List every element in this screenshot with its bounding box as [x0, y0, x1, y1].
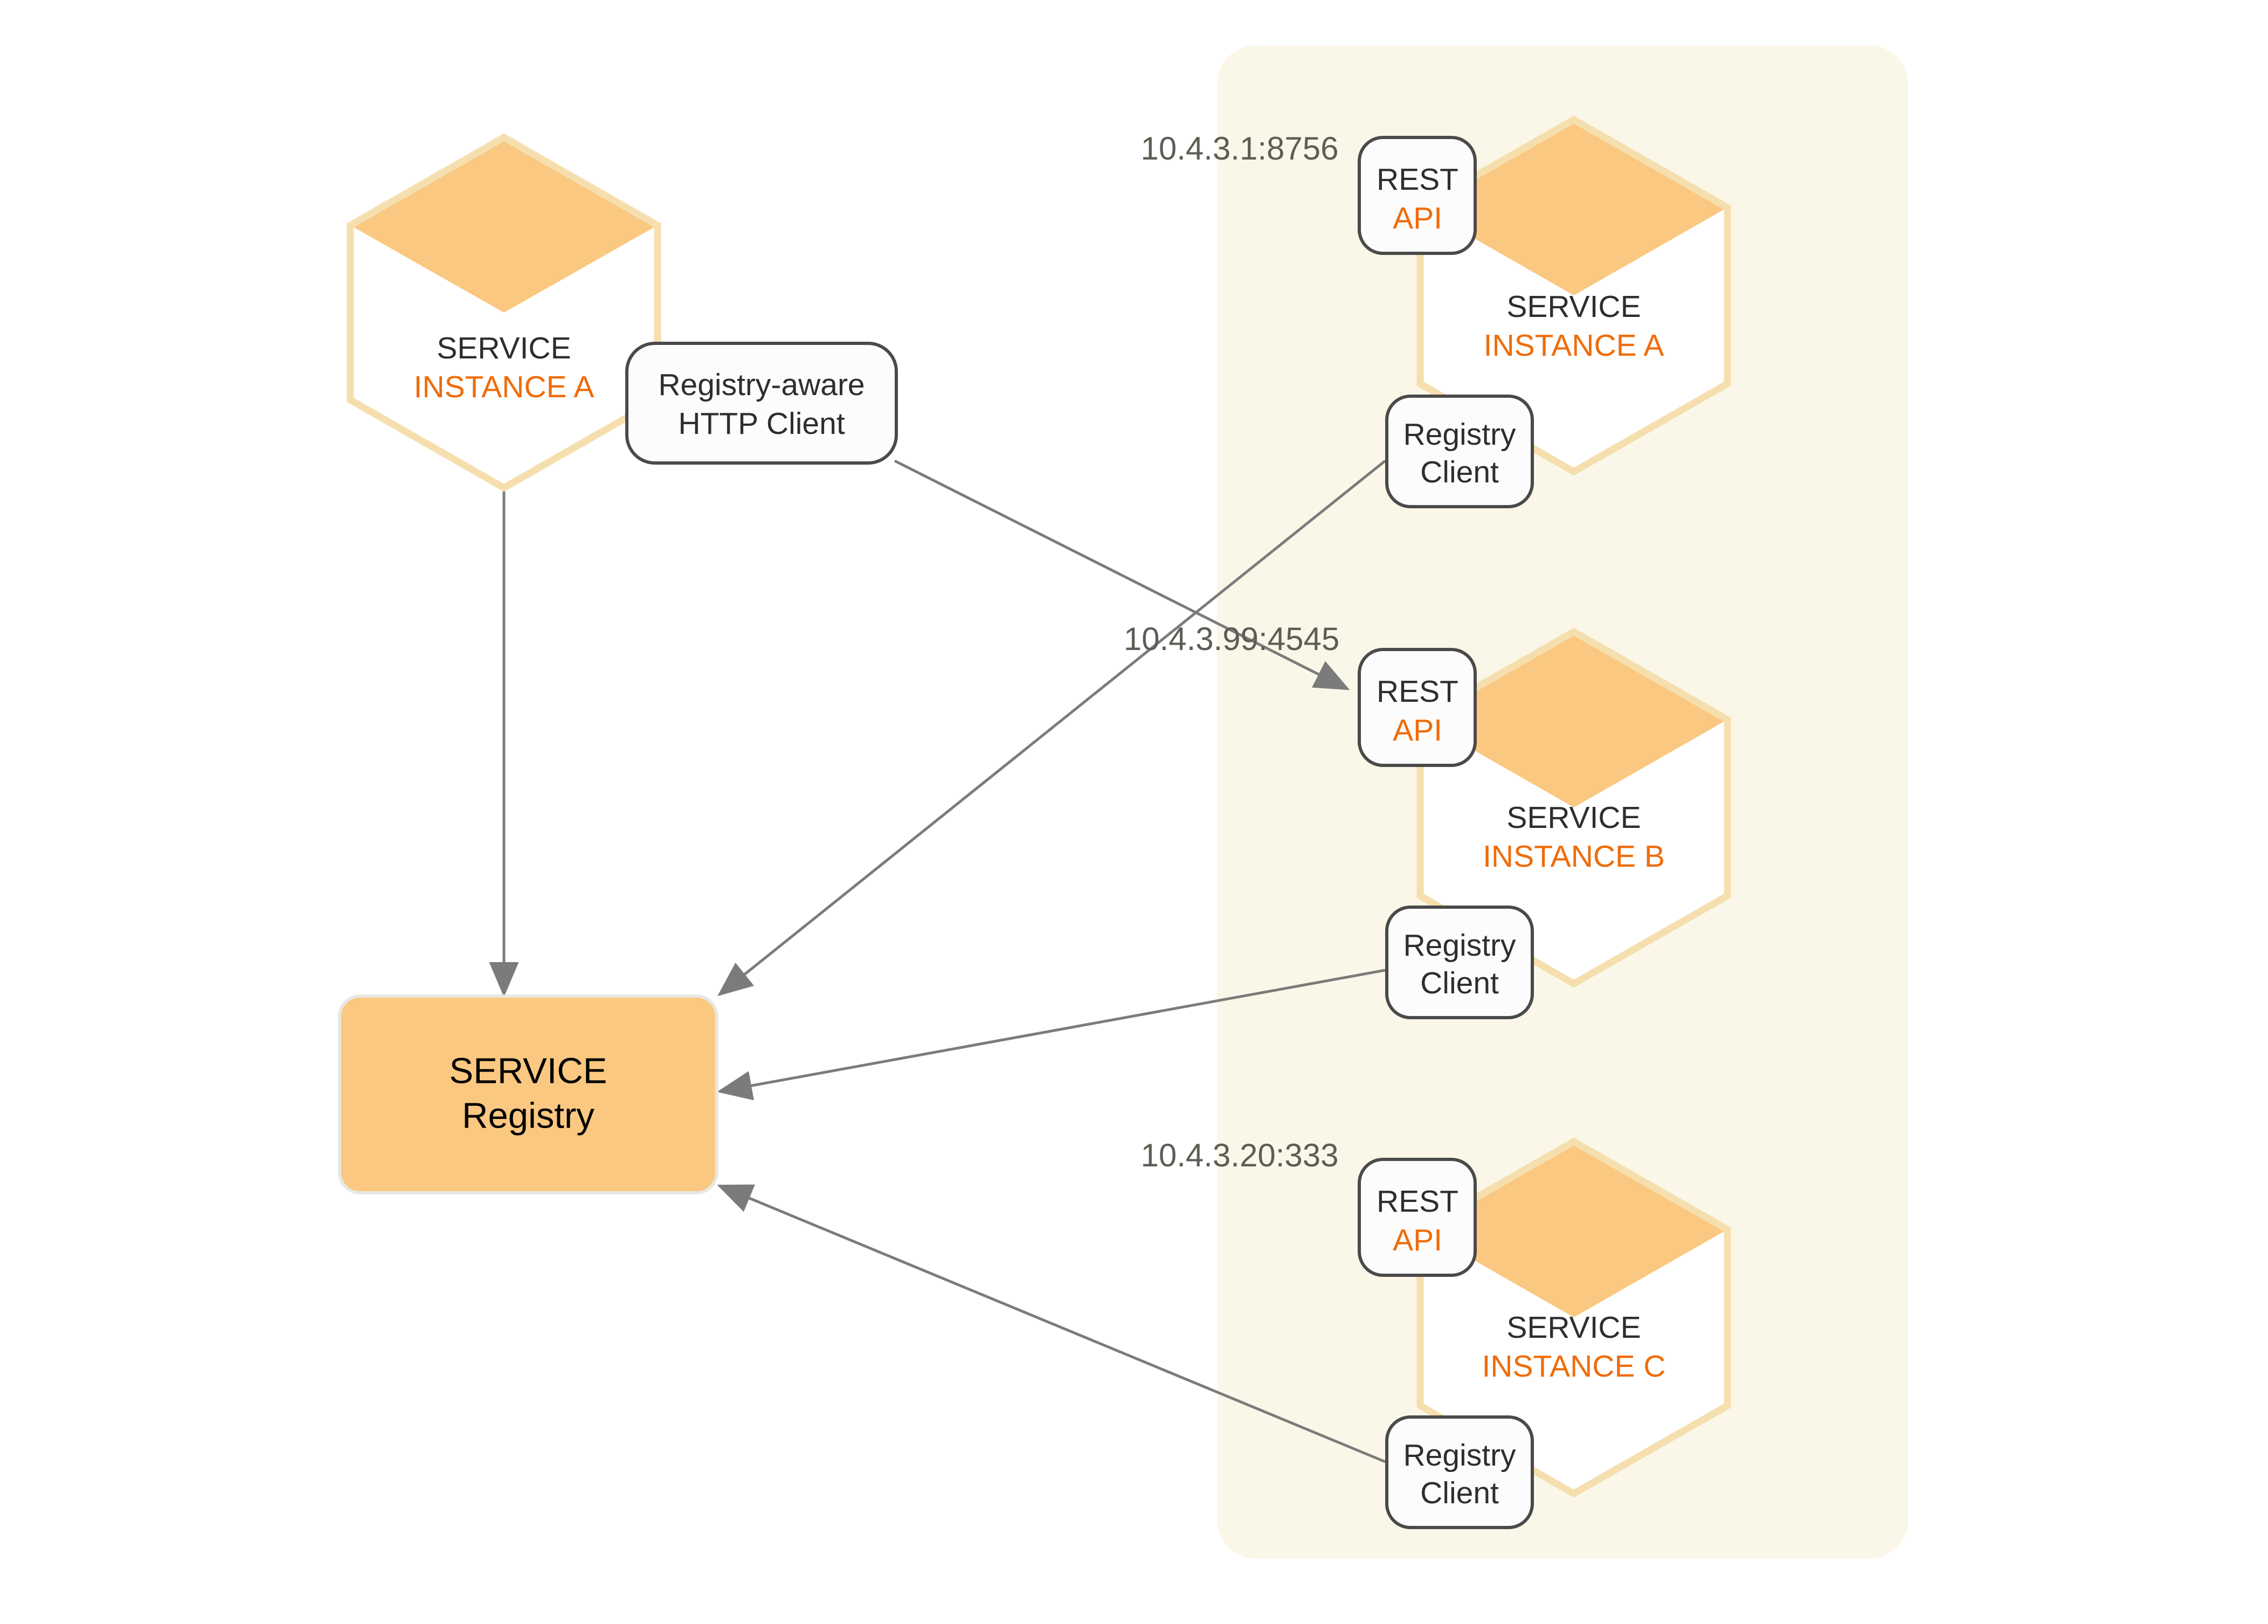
edge-http-client-to-rest-api-b [894, 459, 1350, 690]
instance-c-registry-client-line1: Registry [1403, 1438, 1516, 1473]
instance-b-ip-label: 10.4.3.99:4545 [1124, 621, 1339, 657]
instance-c-rest-api-box[interactable] [1358, 1158, 1477, 1277]
http-client-label-line1: Registry-aware [658, 368, 865, 402]
instance-a-rest-api-line2: API [1393, 201, 1442, 236]
service-registry-box[interactable] [338, 994, 718, 1194]
instance-a-hexagon-label-bottom: INSTANCE A [1484, 328, 1664, 363]
instance-c-registry-client-line2: Client [1420, 1476, 1499, 1510]
instance-a-rest-api-box[interactable] [1358, 136, 1477, 255]
instance-a-hexagon-label-top: SERVICE [1506, 289, 1641, 324]
edge-registry-client-c-to-registry [717, 1184, 1386, 1463]
instance-b-hexagon-label-bottom: INSTANCE B [1483, 839, 1665, 874]
instance-c-rest-api-line1: REST [1377, 1184, 1458, 1219]
instance-b-rest-api-line1: REST [1377, 674, 1458, 709]
instance-b-rest-api-line2: API [1393, 713, 1442, 748]
edge-registry-client-b-to-registry [717, 969, 1386, 1101]
instance-a-rest-api-line1: REST [1377, 162, 1458, 197]
instance-b-registry-client-line2: Client [1420, 966, 1499, 1000]
instance-a-ip-label: 10.4.3.1:8756 [1140, 130, 1338, 167]
client-hexagon-label-top: SERVICE [437, 331, 571, 365]
instance-c-hexagon-label-top: SERVICE [1506, 1310, 1641, 1345]
http-client-label-line2: HTTP Client [678, 406, 845, 441]
service-registry-label-line2: Registry [462, 1096, 594, 1136]
client-hexagon-top-face [350, 137, 658, 313]
instance-b-registry-client-box[interactable] [1385, 906, 1534, 1019]
service-registry-label-line1: SERVICE [450, 1051, 607, 1091]
instance-c-hexagon-label-bottom: INSTANCE C [1482, 1349, 1666, 1384]
instance-b-rest-api-box[interactable] [1358, 648, 1477, 767]
instance-c-registry-client-box[interactable] [1385, 1415, 1534, 1529]
instance-c-rest-api-line2: API [1393, 1223, 1442, 1257]
edge-registry-client-a-to-registry [717, 460, 1386, 997]
instance-b-registry-client-line1: Registry [1403, 928, 1516, 963]
instance-c-ip-label: 10.4.3.20:333 [1140, 1137, 1338, 1173]
instance-b-hexagon-label-top: SERVICE [1506, 800, 1641, 835]
http-client-box[interactable] [625, 342, 898, 465]
instance-a-registry-client-box[interactable] [1385, 395, 1534, 508]
instance-a-registry-client-line2: Client [1420, 455, 1499, 489]
client-hexagon-outline [347, 133, 661, 492]
instance-a-registry-client-line1: Registry [1403, 417, 1516, 452]
client-hexagon-label-bottom: INSTANCE A [414, 370, 594, 404]
